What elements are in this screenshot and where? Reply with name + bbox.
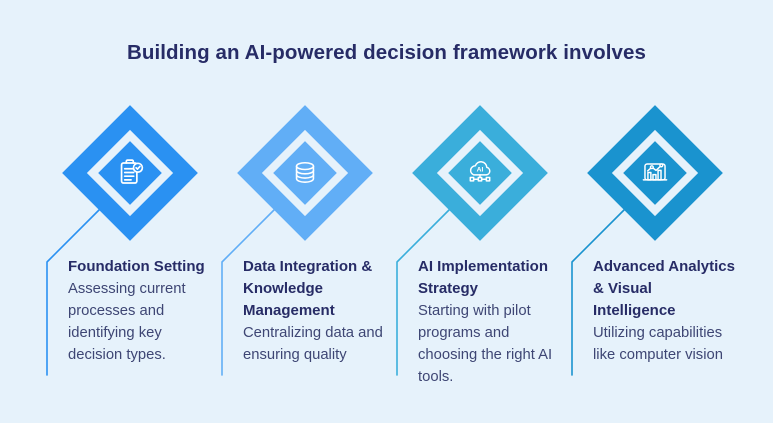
step-diamond bbox=[237, 105, 373, 241]
ai-label: AI bbox=[477, 166, 484, 173]
clipboard-check-icon bbox=[120, 159, 144, 184]
page-title: Building an AI-powered decision framewor… bbox=[126, 41, 647, 64]
step-description: Starting with pilot programs and choosin… bbox=[418, 303, 553, 385]
step-text: AI Implementation Strategy Starting with… bbox=[418, 256, 560, 388]
step-text: Advanced Analytics & Visual Intelligence… bbox=[593, 256, 735, 366]
framework-step-advanced-analytics: Advanced Analytics & Visual Intelligence… bbox=[567, 0, 743, 423]
database-icon bbox=[295, 161, 315, 183]
step-description: Centralizing data and ensuring quality bbox=[243, 325, 383, 363]
step-description: Assessing current processes and identify… bbox=[68, 281, 186, 363]
step-diamond bbox=[587, 105, 723, 241]
framework-step-data-integration: Data Integration & Knowledge Management … bbox=[217, 0, 393, 423]
step-description: Utilizing capabilities like computer vis… bbox=[593, 325, 723, 363]
framework-step-foundation: Foundation Setting Assessing current pro… bbox=[42, 0, 218, 423]
step-title: Advanced Analytics & Visual Intelligence bbox=[593, 258, 735, 319]
framework-step-ai-implementation: AI AI Implementation Strategy Starting w… bbox=[392, 0, 568, 423]
step-diamond: AI bbox=[412, 105, 548, 241]
step-diamond bbox=[62, 105, 198, 241]
ai-cloud-icon: AI bbox=[469, 161, 491, 182]
step-text: Data Integration & Knowledge Management … bbox=[243, 256, 385, 366]
step-title: AI Implementation Strategy bbox=[418, 258, 549, 297]
analytics-chart-icon bbox=[642, 163, 668, 181]
step-title: Foundation Setting bbox=[68, 258, 205, 275]
step-title: Data Integration & Knowledge Management bbox=[243, 258, 373, 319]
step-text: Foundation Setting Assessing current pro… bbox=[68, 256, 210, 366]
